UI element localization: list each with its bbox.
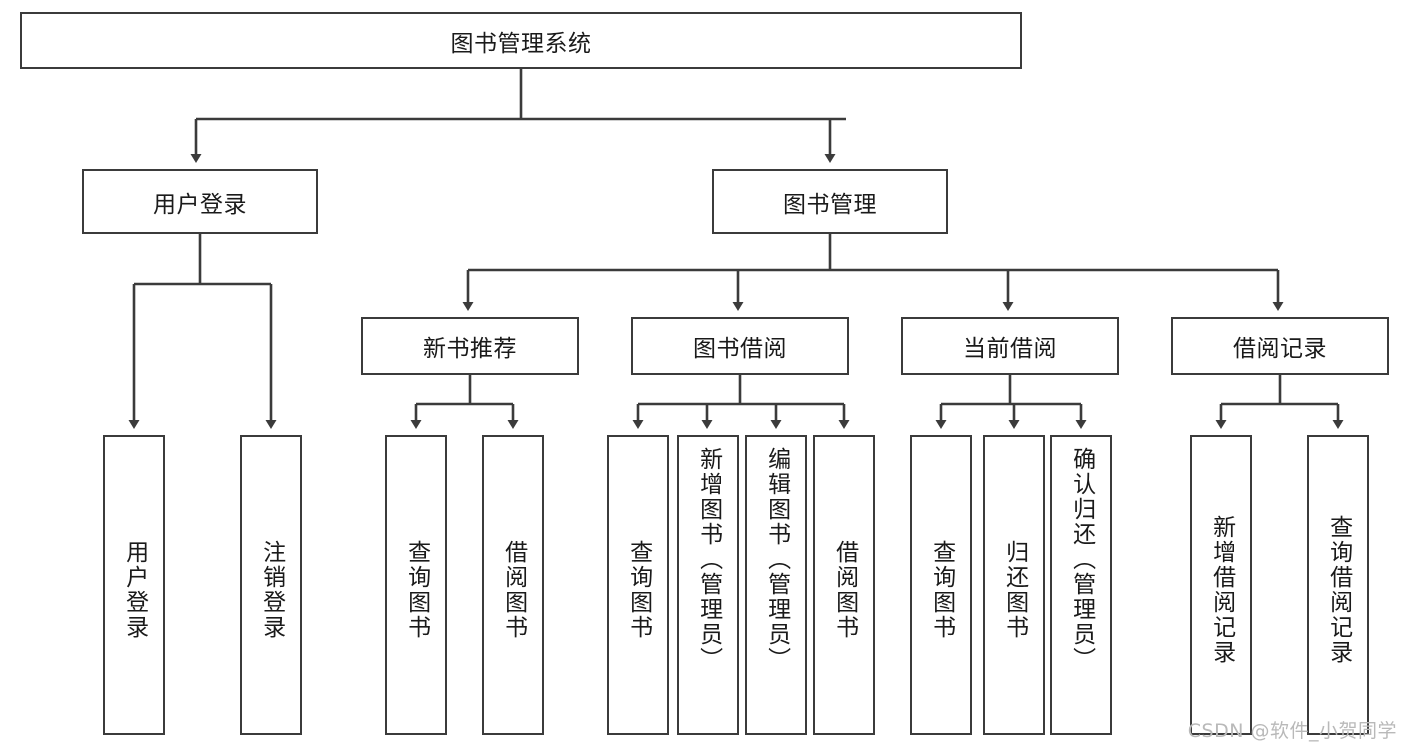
node-book-borrowing[interactable]: 图书借阅: [631, 317, 849, 375]
leaf-confirm-return-admin[interactable]: 确认归还（管理员）: [1050, 435, 1112, 735]
node-borrowing-records[interactable]: 借阅记录: [1171, 317, 1389, 375]
node-root-book-management-system[interactable]: 图书管理系统: [20, 12, 1022, 69]
node-book-management[interactable]: 图书管理: [712, 169, 948, 234]
node-user-login[interactable]: 用户登录: [82, 169, 318, 234]
leaf-query-borrowing-record[interactable]: 查询借阅记录: [1307, 435, 1369, 735]
leaf-query-book-1[interactable]: 查询图书: [385, 435, 447, 735]
watermark-text: CSDN @软件_小贺同学: [1187, 720, 1397, 742]
leaf-user-login[interactable]: 用户登录: [103, 435, 165, 735]
leaf-return-book[interactable]: 归还图书: [983, 435, 1045, 735]
leaf-add-book-admin[interactable]: 新增图书（管理员）: [677, 435, 739, 735]
node-current-borrowing[interactable]: 当前借阅: [901, 317, 1119, 375]
leaf-logout[interactable]: 注销登录: [240, 435, 302, 735]
leaf-add-borrowing-record[interactable]: 新增借阅记录: [1190, 435, 1252, 735]
leaf-borrow-book-2[interactable]: 借阅图书: [813, 435, 875, 735]
leaf-query-book-3[interactable]: 查询图书: [910, 435, 972, 735]
node-new-book-recommendation[interactable]: 新书推荐: [361, 317, 579, 375]
leaf-query-book-2[interactable]: 查询图书: [607, 435, 669, 735]
leaf-borrow-book-1[interactable]: 借阅图书: [482, 435, 544, 735]
leaf-edit-book-admin[interactable]: 编辑图书（管理员）: [745, 435, 807, 735]
